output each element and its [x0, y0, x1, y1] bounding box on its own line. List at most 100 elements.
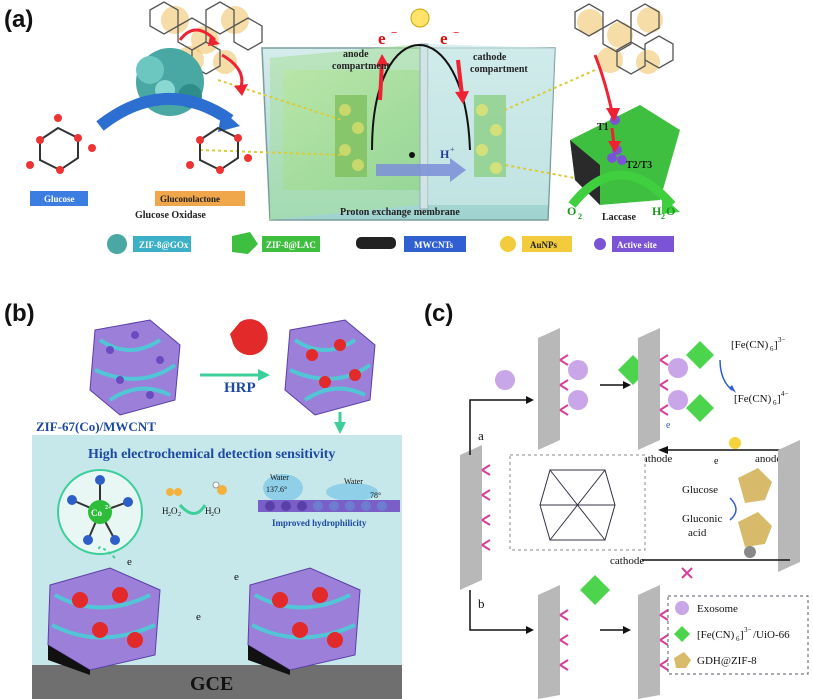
- panel-b-diagram: GCE HRP ZIF-67(Co)/MWCNT High electroche…: [32, 319, 402, 699]
- panel-a-legend: ZIF-8@GOx ZIF-8@LAC MWCNTs AuNPs Active …: [107, 232, 674, 254]
- gce-electrode: [32, 665, 402, 699]
- panel-b-letter: (b): [4, 300, 35, 327]
- hrp-icon: [230, 319, 268, 356]
- gdh-zif8-1: [738, 468, 772, 503]
- svg-text:4−: 4−: [781, 390, 789, 398]
- panel-a-letter: (a): [4, 6, 34, 33]
- electron-b-2: e: [234, 571, 239, 583]
- bulb-off-icon: [744, 546, 756, 558]
- svg-text:O: O: [214, 506, 221, 516]
- svg-text:6: 6: [770, 345, 774, 353]
- aunp-icon: [500, 236, 516, 252]
- glucose-oxidase-label: Glucose Oxidase: [135, 210, 206, 221]
- electrode-a2: [638, 328, 660, 450]
- active-site-icon: [594, 238, 606, 250]
- branch-b-label: b: [478, 596, 485, 611]
- legend-fecn-uio: [Fe(CN): [697, 629, 735, 641]
- electron-b-1: e: [127, 556, 132, 568]
- uio66-structure-box: [509, 454, 646, 551]
- gluconic-line2: acid: [688, 527, 707, 539]
- svg-text:−: −: [453, 27, 459, 39]
- water-droplet-2: [326, 483, 378, 501]
- glucose-tag-label: Glucose: [44, 194, 75, 204]
- fecn4-label: [Fe(CN): [734, 393, 772, 405]
- legend-exosome: Exosome: [697, 603, 738, 615]
- anode-compartment-line2: compartment: [332, 61, 390, 72]
- electron-label-left: e: [378, 29, 386, 48]
- svg-text:−: −: [391, 27, 397, 39]
- electrode-b1: [538, 585, 560, 699]
- panel-c-legend: [667, 595, 809, 675]
- sensitivity-heading: High electrochemical detection sensitivi…: [88, 447, 335, 462]
- electrode-b2: [638, 585, 660, 699]
- proton-label: H: [440, 147, 450, 161]
- t2t3-label: T2/T3: [626, 160, 652, 171]
- anode-electrode: [335, 95, 367, 177]
- panel-c-letter: (c): [424, 300, 454, 327]
- water-droplet-1: [263, 474, 303, 502]
- panel-a-diagram: e − e − anode compartment cathode compar…: [26, 1, 680, 254]
- anode-label: anode: [755, 453, 781, 465]
- mof-electrode-left: [47, 567, 161, 675]
- proton-arrow: [376, 158, 466, 182]
- gdh-zif8-2: [738, 512, 772, 547]
- electron-b-4: e: [56, 653, 61, 665]
- legend-mwcnts: MWCNTs: [414, 240, 454, 250]
- angle2-label: 78°: [370, 491, 381, 500]
- branch-a-label: a: [478, 428, 484, 443]
- exosome-free: [495, 370, 515, 390]
- svg-text:2: 2: [168, 512, 171, 518]
- svg-text:3−: 3−: [778, 336, 786, 344]
- legend-zif8-gox: ZIF-8@GOx: [139, 240, 189, 250]
- h2o2-label: H: [162, 506, 169, 516]
- electrode-a1: [538, 328, 560, 450]
- electron-b-3: e: [196, 611, 201, 623]
- gluconic-line1: Gluconic: [682, 513, 722, 525]
- legend-gdh: GDH@ZIF-8: [697, 655, 757, 667]
- cathode-electrode: [474, 95, 506, 177]
- glucose-tag: [30, 191, 88, 206]
- legend-exosome-icon: [675, 601, 689, 615]
- legend-uio-suffix: /UiO-66: [753, 629, 790, 641]
- gce-label: GCE: [190, 673, 233, 695]
- zif67-label: ZIF-67(Co)/MWCNT: [36, 419, 156, 434]
- h2o-label: H: [205, 506, 212, 516]
- anode-electrode: [778, 440, 800, 572]
- anode-compartment-line1: anode: [343, 49, 369, 60]
- legend-aunps: AuNPs: [530, 240, 558, 250]
- water1-label: Water: [270, 473, 289, 482]
- svg-text:2: 2: [211, 512, 214, 518]
- fecn3-label: [Fe(CN): [731, 339, 769, 351]
- water2-label: Water: [344, 477, 363, 486]
- svg-text:+: +: [450, 145, 455, 154]
- svg-text:2: 2: [178, 512, 181, 518]
- h2o-label: H: [652, 204, 662, 218]
- svg-text:]: ]: [774, 339, 778, 351]
- gluconolactone-molecule: [186, 126, 252, 174]
- svg-text:2: 2: [661, 212, 665, 221]
- svg-text:2: 2: [578, 212, 582, 221]
- svg-text:6: 6: [773, 399, 777, 407]
- hrp-label: HRP: [224, 380, 256, 396]
- zif8-lac-icon: [232, 232, 258, 254]
- bulb-on-icon: [729, 437, 741, 449]
- svg-text:O: O: [666, 204, 675, 218]
- o2-label: O: [567, 204, 576, 218]
- mof-cube-right: [284, 319, 376, 416]
- glucose-molecule: [26, 114, 96, 174]
- gluconolactone-tag: [155, 191, 245, 206]
- mof-cube-left: [89, 319, 181, 416]
- mwcnt-icon: [356, 237, 396, 249]
- electron-c-label: e: [714, 456, 719, 467]
- svg-text:e: e: [666, 420, 671, 431]
- glucose-c-label: Glucose: [682, 484, 718, 496]
- legend-zif8-lac: ZIF-8@LAC: [266, 240, 316, 250]
- cathode-bottom-label: cathode: [610, 555, 644, 567]
- panel-c-diagram: a b [Fe(CN) 6]3− [Fe(CN) 6]4− cathode an…: [460, 328, 809, 699]
- mof-electrode-right: [247, 567, 361, 675]
- legend-active-site: Active site: [617, 240, 657, 250]
- svg-text:3−: 3−: [744, 626, 752, 634]
- angle1-label: 137.6°: [266, 485, 287, 494]
- legend-fecn-uio-icon: [674, 626, 690, 642]
- co-label: Co: [91, 508, 102, 518]
